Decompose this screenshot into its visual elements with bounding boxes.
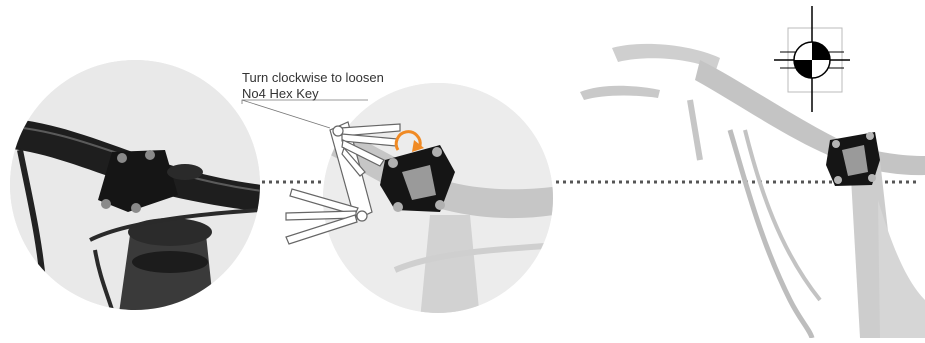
crosshair-target-icon — [774, 6, 850, 112]
left-detail-circle — [0, 60, 270, 320]
callout-tool-name: No4 Hex Key — [242, 86, 384, 102]
hex-key-callout: Turn clockwise to loosen No4 Hex Key — [242, 70, 384, 102]
bike-front-overview — [580, 44, 925, 338]
callout-instruction: Turn clockwise to loosen — [242, 70, 384, 86]
callout-leader-to-tool — [242, 100, 330, 128]
